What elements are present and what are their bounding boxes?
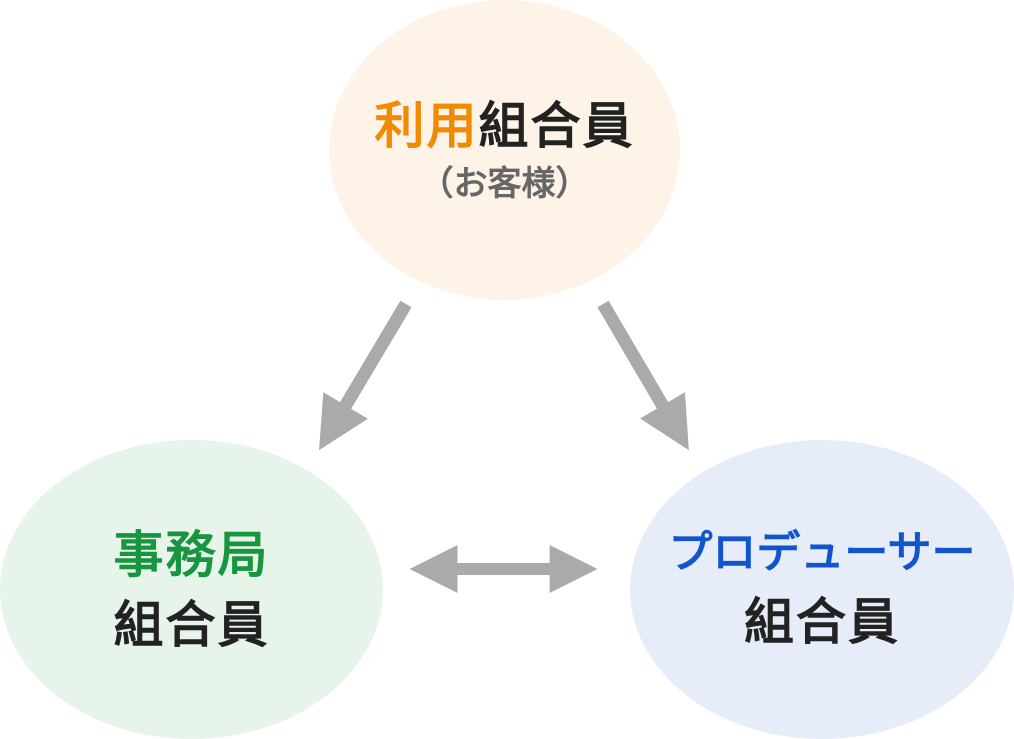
- node-office-member: 事務局 組合員: [0, 440, 383, 739]
- user-node-rest: 組合員: [478, 96, 635, 155]
- node-user-member: 利用組合員 （お客様）: [329, 0, 680, 300]
- office-node-highlight: 事務局: [113, 525, 270, 584]
- user-node-subtitle: （お客様）: [419, 163, 590, 204]
- producer-node-rest: 組合員: [744, 592, 900, 651]
- office-node-rest: 組合員: [113, 595, 270, 654]
- node-producer-member: プロデューサー 組合員: [630, 440, 1014, 739]
- producer-node-highlight: プロデューサー: [668, 527, 976, 579]
- arrow-user-to-office: [319, 300, 412, 451]
- user-node-title: 利用組合員: [375, 96, 635, 156]
- arrow-user-to-producer: [597, 300, 689, 451]
- user-node-highlight: 利用: [374, 96, 479, 155]
